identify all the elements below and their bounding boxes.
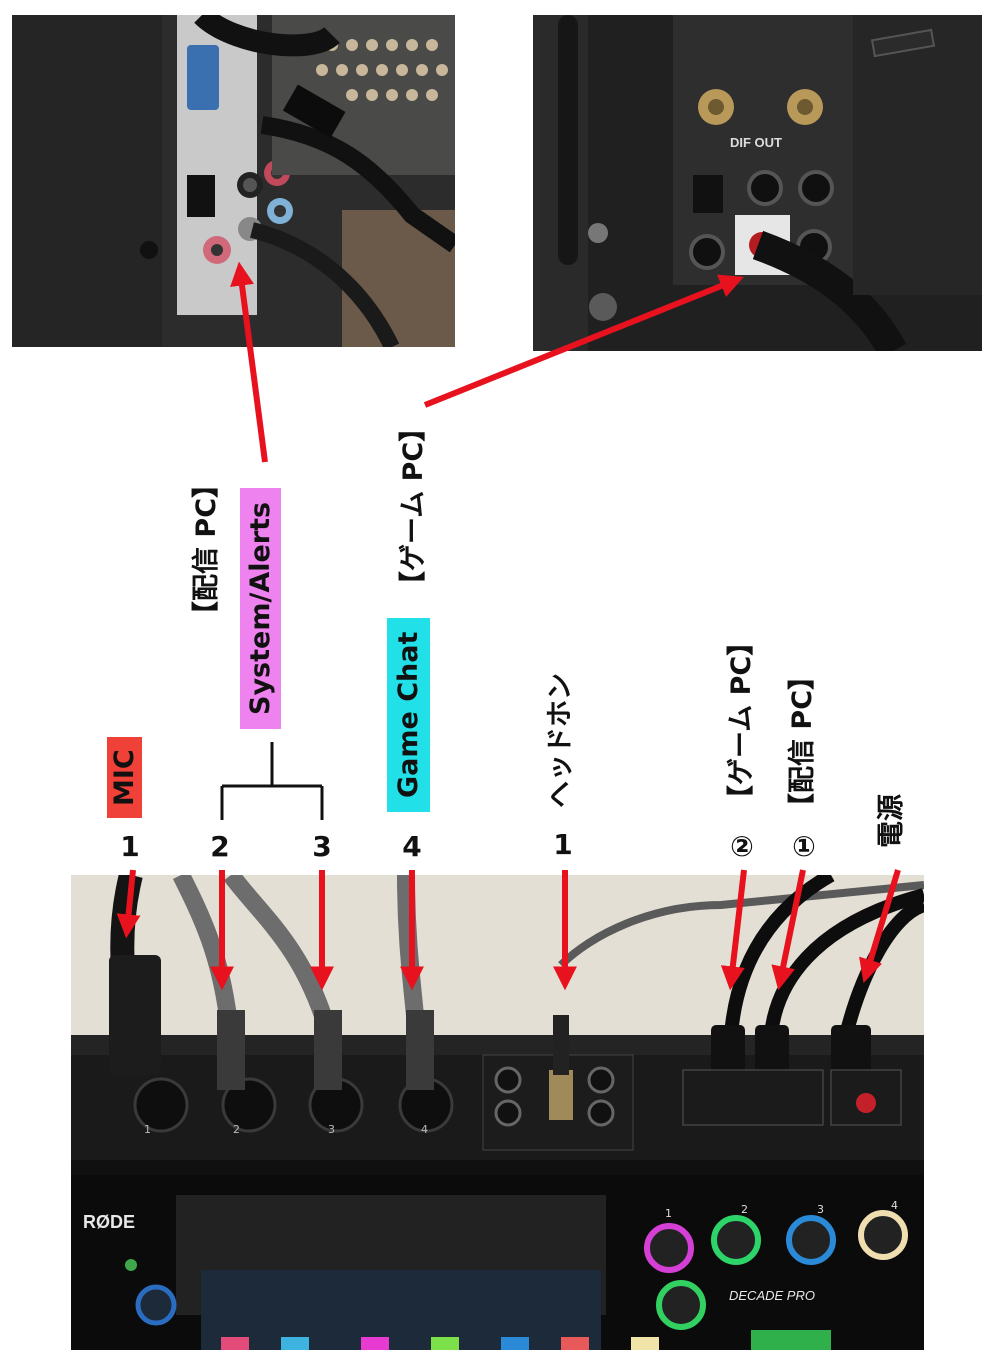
game-pc-rear-illustration: DIF OUT	[533, 15, 982, 351]
arrow-usb-1	[771, 869, 806, 991]
mixer-illustration	[71, 875, 924, 1350]
input-number-1: 1	[120, 830, 140, 863]
knob-label-2: 2	[741, 1203, 748, 1216]
input-label-1: 1	[144, 1123, 151, 1136]
input-number-4: 4	[402, 830, 422, 863]
input-number-2: 2	[210, 830, 230, 863]
input-label-4: 4	[421, 1123, 428, 1136]
arrow-input-1	[116, 869, 141, 939]
arrow-system-to-stream-pc	[230, 261, 268, 463]
arrow-usb-2	[720, 869, 747, 991]
knob-label-3: 3	[817, 1203, 824, 1216]
headphone-number-1: 1	[553, 828, 573, 861]
input-label-3: 3	[328, 1123, 335, 1136]
knob-label-1: 1	[665, 1207, 672, 1220]
input-bracket	[220, 742, 324, 820]
usb-number-1: ①	[792, 830, 816, 863]
device-model: DECADE PRO	[729, 1288, 815, 1303]
arrow-power	[859, 869, 901, 984]
input-number-3: 3	[312, 830, 332, 863]
mixer-photo: RØDE DECADE PRO 1 2 3 4 1 2 3 4	[71, 875, 924, 1350]
arrow-game-chat-to-game-pc	[423, 274, 744, 408]
usb-number-2: ②	[730, 830, 754, 863]
knob-label-4: 4	[891, 1199, 898, 1212]
input-label-2: 2	[233, 1123, 240, 1136]
game-pc-rear-photo: DIF OUT	[533, 15, 982, 351]
brand-logo: RØDE	[83, 1212, 136, 1232]
svg-text:DIF OUT: DIF OUT	[730, 135, 782, 150]
